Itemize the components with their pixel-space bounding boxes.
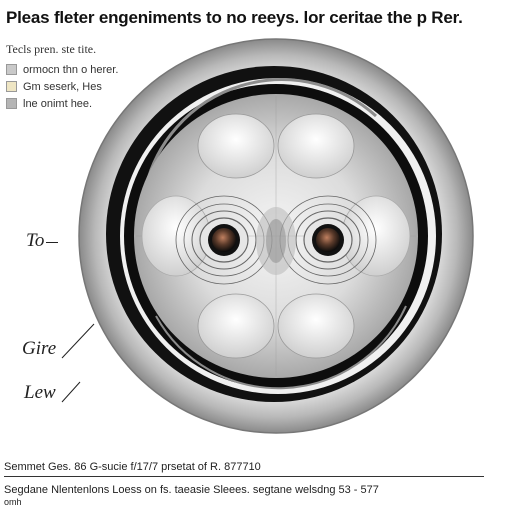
- legend-item-label: ormocn thn o herer.: [23, 63, 119, 76]
- legend-swatch: [6, 64, 17, 75]
- footer-line-2: Segdane Nlentenlons Loess on fs. taeasie…: [4, 484, 379, 496]
- legend-item-label: lne onimt hee.: [23, 97, 93, 110]
- label-top: To: [26, 230, 45, 251]
- legend: Tecls pren. ste tite. ormocn thn o herer…: [6, 42, 118, 112]
- footer-divider: [4, 476, 484, 477]
- leader-line: [61, 381, 81, 403]
- leader-line: [46, 242, 58, 243]
- legend-heading: Tecls pren. ste tite.: [6, 42, 97, 56]
- label-middle: Gire: [22, 338, 57, 359]
- footer-line-3: omh: [4, 497, 22, 507]
- legend-swatch: [6, 98, 17, 109]
- legend-item: ormocn thn o herer.: [6, 61, 118, 78]
- label-bottom: Lew: [24, 382, 56, 403]
- legend-item-label: Gm seserk, Hes: [23, 80, 102, 93]
- figure-title: Pleas fleter engeniments to no reeys. lo…: [6, 8, 463, 27]
- legend-item: Gm seserk, Hes: [6, 78, 118, 95]
- lens-illustration: [78, 38, 474, 434]
- legend-item: lne onimt hee.: [6, 95, 118, 112]
- footer-line-1: Semmet Ges. 86 G-sucie f/17/7 prsetat of…: [4, 461, 261, 473]
- leader-line: [61, 323, 95, 359]
- legend-swatch: [6, 81, 17, 92]
